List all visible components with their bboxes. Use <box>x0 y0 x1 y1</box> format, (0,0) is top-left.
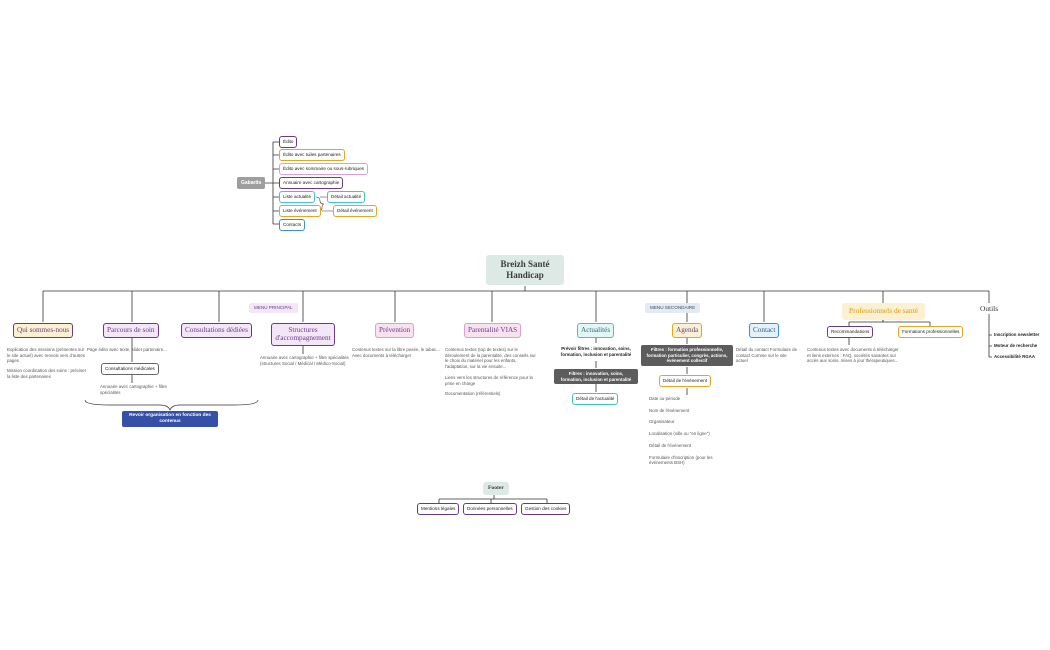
menu-secondaire-label: MENU SECONDAIRE <box>645 303 701 313</box>
outils-node: Outils <box>980 304 999 313</box>
footer-gestion-cookies: Gestion des cookies <box>521 503 571 515</box>
gabarit-detail-evenement: Détail événement <box>333 205 377 217</box>
formations-professionnelles-node: Formations professionnelles <box>898 326 964 338</box>
actualites-filtres-prevoir: Prévoir filtres : innovation, soins, for… <box>560 346 632 357</box>
professionnels-desc: Contenus textes avec documents à télécha… <box>807 347 899 364</box>
actualites-node: Actualités <box>577 323 615 338</box>
outil-moteur: Moteur de recherche <box>994 343 1038 348</box>
recommandations-node: Recommandations <box>827 326 874 338</box>
gabarit-annuaire: Annuaire avec cartographie <box>279 177 344 189</box>
gabarit-contacts: Contacts <box>279 219 306 231</box>
footer-node: Footer <box>483 482 509 495</box>
qui-sommes-nous-node: Qui sommes-nous <box>13 323 74 338</box>
prevention-node: Prévention <box>375 323 415 338</box>
agenda-filtres: Filtres : formation professionnelle, for… <box>641 345 733 366</box>
outil-newsletter: Inscription newsletter <box>994 332 1040 337</box>
footer-mentions-legales: Mentions légales <box>417 503 460 515</box>
outil-accessibilite: Accessibilité RGAA <box>994 354 1035 359</box>
contact-desc: Détail du contact Formulaire de contact … <box>736 347 798 364</box>
agenda-fields: Date ou période Nom de l'événement Organ… <box>649 396 713 466</box>
detail-evenement-node: Détail de l'événement <box>659 375 712 387</box>
professionnels-node: Professionnels de santé <box>842 303 925 320</box>
structures-desc: Annuaire avec cartographie + filtre spéc… <box>260 355 349 366</box>
gabarit-edito: Édito <box>279 136 298 148</box>
revoir-organisation-node: Revoir organisation en fonction des cont… <box>122 411 218 427</box>
detail-actualite-node: Détail de l'actualité <box>572 393 619 405</box>
footer-donnees-personnelles: Données personnelles <box>463 503 517 515</box>
consultations-medicales-desc: Annuaire avec cartographie + filtre spéc… <box>100 384 167 395</box>
consultations-medicales-node: Consultations médicales <box>101 363 159 375</box>
menu-principal-label: MENU PRINCIPAL <box>249 303 298 313</box>
gabarit-detail-actualite: Détail actualité <box>327 191 366 203</box>
parcours-desc: Page édito avec texte, slider partenaire… <box>87 347 167 352</box>
gabarit-edito-sommaire: Édito avec sommaire ou sous-rubriques <box>279 163 368 175</box>
prevention-desc: Contenus textes sur la libre pesée, le t… <box>352 347 440 358</box>
structures-node: Structures d'accompagnement <box>271 323 335 346</box>
gabarit-edito-tuiles: Édito avec tuiles partenaires <box>279 149 345 161</box>
gabarits-node: Gabarits <box>237 177 266 189</box>
parentalite-desc: Contenus textes (top de textes) sur le d… <box>445 347 536 397</box>
consultations-dediees-node: Consultations dédiées <box>181 323 252 338</box>
contact-node: Contact <box>749 323 780 338</box>
qui-desc: Explication des missions (présentes sur … <box>7 347 87 379</box>
agenda-node: Agenda <box>672 323 703 338</box>
parentalite-node: Parentalité VIAS <box>464 323 522 338</box>
actualites-filtres: Filtres : innovation, soins, formation, … <box>554 369 638 384</box>
root-node: Breizh Santé Handicap <box>486 255 564 285</box>
parcours-de-soin-node: Parcours de soin <box>103 323 159 338</box>
gabarit-liste-evenement: Liste événement <box>279 205 321 217</box>
gabarit-liste-actualite: Liste actualité <box>279 191 316 203</box>
